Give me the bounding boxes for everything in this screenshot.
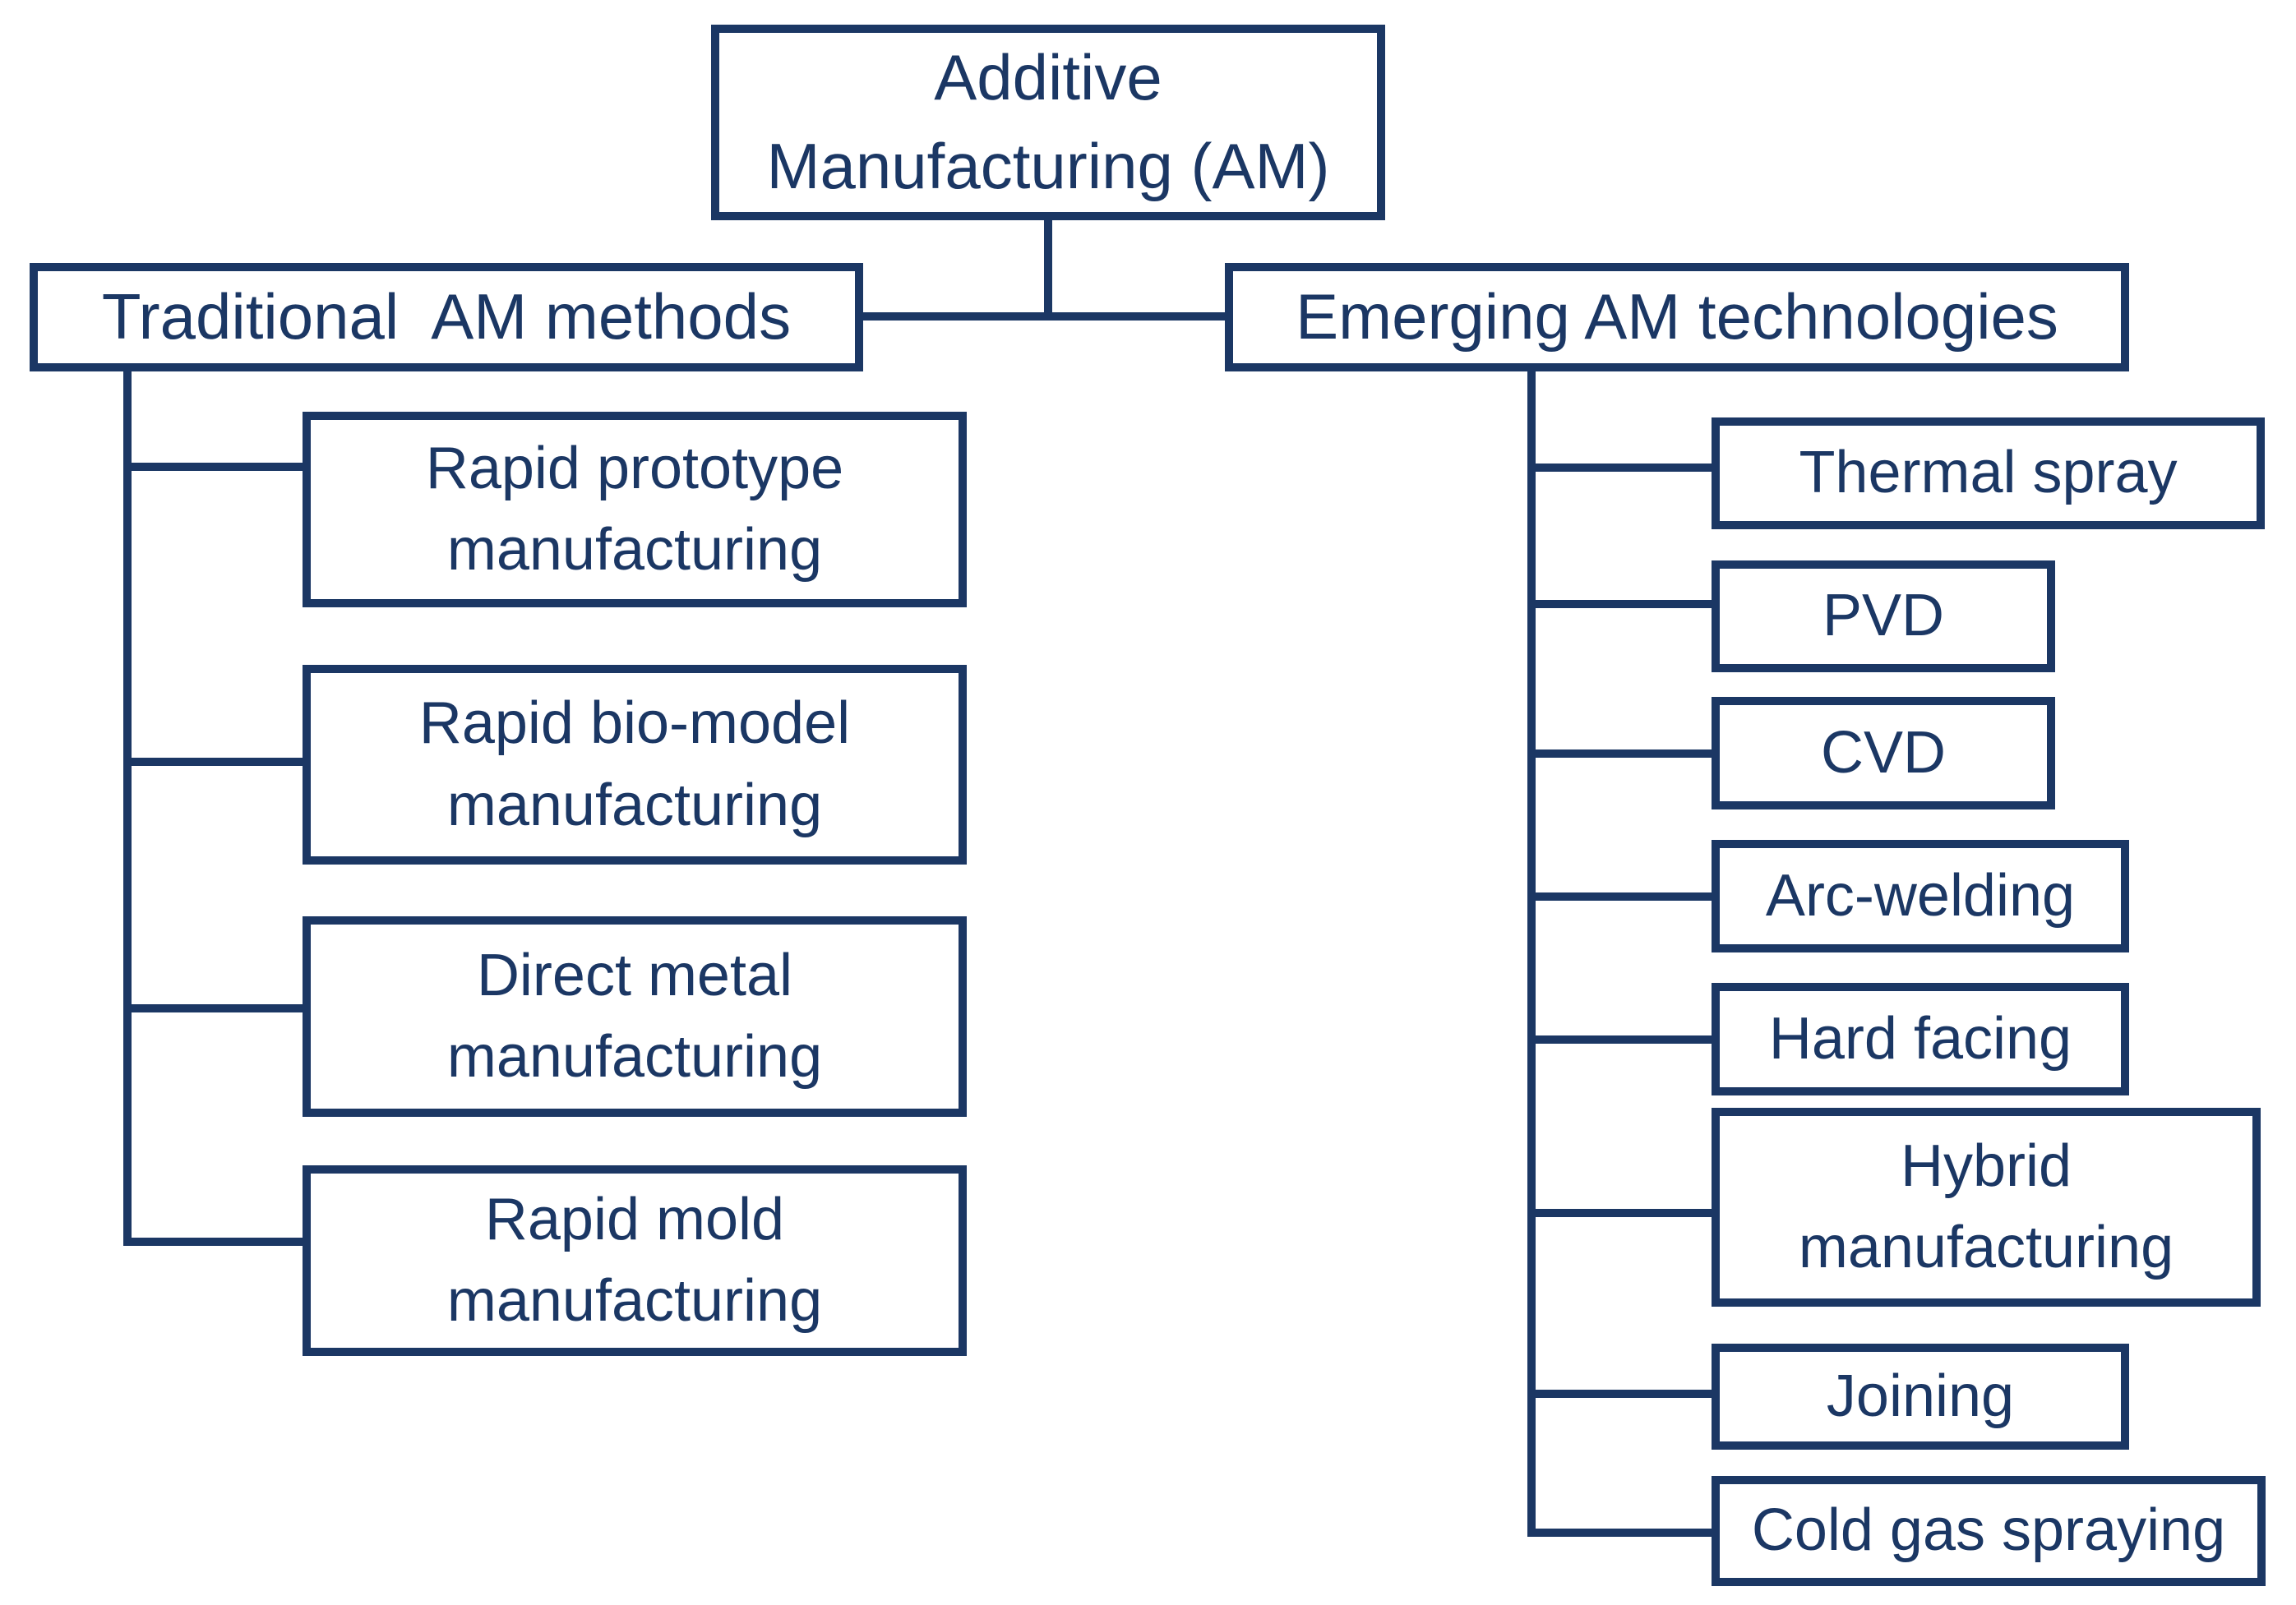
connector-left-stub-2 bbox=[132, 758, 303, 766]
node-pvd: PVD bbox=[1712, 560, 2055, 672]
connector-right-trunk bbox=[1527, 371, 1536, 1537]
connector-right-stub-5 bbox=[1536, 1035, 1712, 1044]
node-cvd: CVD bbox=[1712, 697, 2055, 809]
node-thermal-spray: Thermal spray bbox=[1712, 417, 2265, 529]
connector-right-stub-3 bbox=[1536, 749, 1712, 758]
connector-left-stub-4 bbox=[123, 1238, 303, 1246]
node-rapid-prototype-manufacturing: Rapid prototype manufacturing bbox=[303, 412, 967, 607]
connector-right-stub-4 bbox=[1536, 892, 1712, 901]
connector-right-stub-8 bbox=[1527, 1529, 1712, 1537]
node-additive-manufacturing: Additive Manufacturing (AM) bbox=[711, 25, 1385, 220]
connector-right-stub-6 bbox=[1536, 1209, 1712, 1217]
node-rapid-bio-model-manufacturing: Rapid bio-model manufacturing bbox=[303, 665, 967, 865]
node-joining: Joining bbox=[1712, 1344, 2129, 1450]
connector-root-stem bbox=[1044, 220, 1052, 321]
node-rapid-mold-manufacturing: Rapid mold manufacturing bbox=[303, 1165, 967, 1356]
node-hybrid-manufacturing: Hybrid manufacturing bbox=[1712, 1108, 2261, 1307]
connector-branch-horizontal bbox=[863, 312, 1225, 321]
connector-right-stub-7 bbox=[1536, 1390, 1712, 1398]
node-emerging-am-technologies: Emerging AM technologies bbox=[1225, 263, 2129, 371]
connector-right-stub-1 bbox=[1536, 464, 1712, 472]
node-cold-gas-spraying: Cold gas spraying bbox=[1712, 1476, 2266, 1586]
connector-left-stub-3 bbox=[132, 1004, 303, 1012]
node-hard-facing: Hard facing bbox=[1712, 983, 2129, 1095]
node-traditional-am-methods: Traditional AM methods bbox=[30, 263, 863, 371]
node-direct-metal-manufacturing: Direct metal manufacturing bbox=[303, 916, 967, 1117]
connector-right-stub-2 bbox=[1536, 600, 1712, 608]
connector-left-trunk bbox=[123, 371, 132, 1246]
connector-left-stub-1 bbox=[132, 463, 303, 471]
node-arc-welding: Arc-welding bbox=[1712, 840, 2129, 952]
